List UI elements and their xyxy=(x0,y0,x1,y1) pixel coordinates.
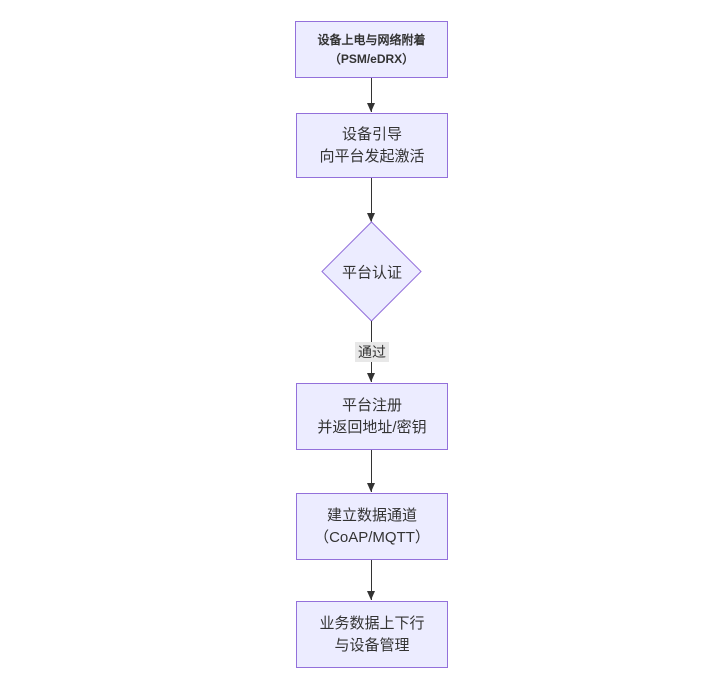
node-business-data-device-mgmt: 业务数据上下行 与设备管理 xyxy=(296,601,448,668)
edge-line-4 xyxy=(371,450,372,492)
node-label-line: 业务数据上下行 xyxy=(319,614,425,632)
node-label-line: 与设备管理 xyxy=(334,636,410,654)
node-label-line: （CoAP/MQTT） xyxy=(314,528,430,546)
node-data-channel: 建立数据通道 （CoAP/MQTT） xyxy=(296,493,448,560)
arrow-head xyxy=(367,213,375,222)
node-label-line: 设备引导 xyxy=(341,125,402,143)
node-power-on-network-attach: 设备上电与网络附着 （PSM/eDRX） xyxy=(295,21,448,78)
node-label-line: 并返回地址/密钥 xyxy=(317,418,427,436)
arrow-head xyxy=(367,483,375,492)
arrow-head xyxy=(367,591,375,600)
node-label-line: 设备上电与网络附着 xyxy=(317,32,426,47)
decision-label: 平台认证 xyxy=(341,264,403,282)
node-label-line: （PSM/eDRX） xyxy=(328,51,415,66)
edge-line-5 xyxy=(371,560,372,600)
edge-line-1 xyxy=(371,78,372,112)
edge-line-2 xyxy=(371,178,372,222)
node-label-line: 建立数据通道 xyxy=(326,506,417,524)
edge-label-pass: 通过 xyxy=(355,342,389,362)
node-device-bootstrap: 设备引导 向平台发起激活 xyxy=(296,113,448,178)
node-label-line: 向平台发起激活 xyxy=(319,147,425,165)
node-platform-register: 平台注册 并返回地址/密钥 xyxy=(296,383,448,450)
node-label-line: 平台注册 xyxy=(341,396,402,414)
arrow-head xyxy=(367,103,375,112)
arrow-head xyxy=(367,373,375,382)
